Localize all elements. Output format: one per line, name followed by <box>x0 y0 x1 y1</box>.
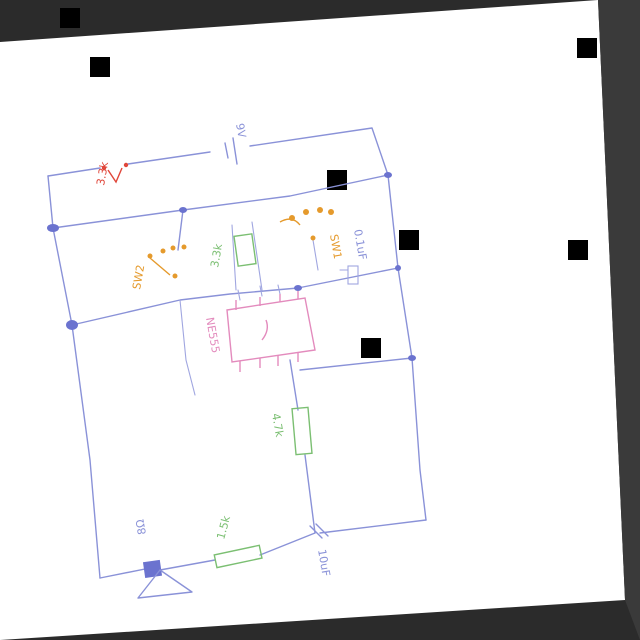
redaction-box <box>568 240 588 260</box>
switch-right-label: SW1 <box>327 233 344 260</box>
capacitor-small-label: 0.1uF <box>351 228 369 261</box>
paper-shadow <box>598 0 640 640</box>
capacitor-bottom: 10uF <box>309 523 333 577</box>
led-resistor-label: 3.3k <box>94 160 111 186</box>
redaction-box <box>577 38 597 58</box>
speaker-label: 8Ω <box>133 518 148 535</box>
junction-node <box>66 320 78 330</box>
redaction-box <box>90 57 110 77</box>
capacitor-small: 0.1uF <box>339 228 369 285</box>
junction-node <box>395 265 401 271</box>
switch-left-label: SW2 <box>130 264 147 291</box>
junction-node <box>47 224 59 232</box>
ic-label: NE555 <box>203 316 222 354</box>
resistor-bottom-label: 1.5k <box>214 514 233 541</box>
resistor-mid-label: 3.3k <box>208 242 225 268</box>
junction-nodes <box>47 172 416 361</box>
led-symbol: 3.3k <box>94 160 129 187</box>
switch-sw1: SW1 <box>279 207 344 260</box>
battery-label: 9V <box>233 122 248 139</box>
resistor-mid: 3.3k <box>208 233 257 269</box>
resistor-lower-label: 4.7k <box>269 412 286 438</box>
resistor-bottom: 1.5k <box>213 514 263 569</box>
redaction-box <box>60 8 80 28</box>
resistor-lower: 4.7k <box>269 406 313 456</box>
capacitor-bottom-label: 10uF <box>315 548 333 577</box>
redaction-box <box>361 338 381 358</box>
junction-node <box>408 355 416 361</box>
junction-node <box>179 207 187 213</box>
junction-node <box>384 172 392 178</box>
switch-sw2: SW2 <box>130 244 187 291</box>
ic-ne555: NE555 <box>203 291 316 372</box>
redaction-box <box>399 230 419 250</box>
speaker-symbol: 8Ω <box>133 518 193 599</box>
battery-symbol: 9V <box>224 122 248 165</box>
junction-node <box>294 285 302 291</box>
